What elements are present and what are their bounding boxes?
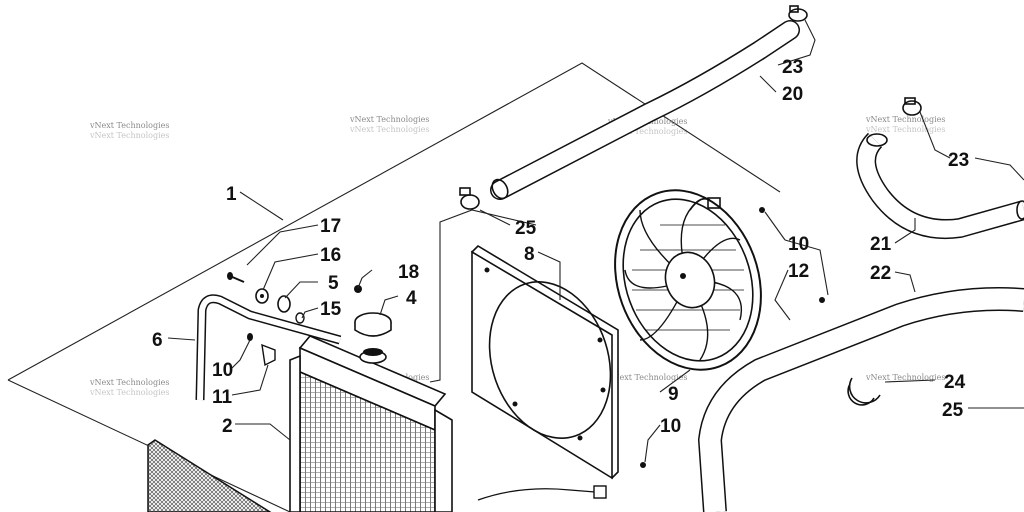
hose-21 (856, 132, 1024, 239)
callout-12: 12 (788, 261, 809, 282)
callout-10-left: 10 (212, 360, 233, 381)
callout-25-right: 25 (942, 400, 964, 421)
callout-9: 9 (668, 384, 679, 405)
hose-clamp-24 (847, 377, 881, 406)
svg-text:vNext Technologies: vNext Technologies (89, 121, 169, 130)
svg-text:vNext Technologies: vNext Technologies (607, 127, 687, 136)
callout-10-bottom: 10 (660, 416, 681, 437)
hose-clamp-23-right (902, 97, 1024, 220)
callout-2: 2 (222, 416, 233, 437)
callout-11: 11 (212, 387, 233, 408)
callout-8: 8 (524, 244, 535, 265)
svg-text:vNext Technologies: vNext Technologies (349, 115, 429, 124)
callout-22: 22 (870, 263, 891, 284)
svg-text:vNext Technologies: vNext Technologies (865, 115, 945, 124)
callout-4: 4 (406, 288, 417, 309)
small-hardware (227, 207, 825, 468)
leader-lines (167, 19, 1024, 463)
callout-25-left: 25 (515, 218, 537, 239)
svg-text:vNext Technologies: vNext Technologies (89, 131, 169, 140)
svg-text:vNext Technologies: vNext Technologies (865, 125, 945, 134)
svg-text:vNext Technologies: vNext Technologies (607, 373, 687, 382)
connector (593, 485, 607, 499)
cooling-fan-9 (614, 189, 762, 371)
hose-clamp-25-left (459, 187, 480, 210)
callout-15: 15 (320, 299, 342, 320)
callout-23-top: 23 (782, 57, 803, 78)
callout-10-right: 10 (788, 234, 809, 255)
radiator-2 (289, 335, 453, 512)
callout-23-right: 23 (948, 150, 969, 171)
overflow-hose-6 (195, 294, 342, 401)
callout-20: 20 (782, 84, 803, 105)
callout-1: 1 (226, 184, 237, 205)
lower-hose-22 (697, 287, 1024, 512)
callout-5: 5 (328, 273, 339, 294)
wiring-harness (477, 488, 596, 501)
callout-24: 24 (944, 372, 966, 393)
svg-text:vNext Technologies: vNext Technologies (865, 373, 945, 382)
callout-17: 17 (320, 216, 341, 237)
radiator-cap-4 (354, 312, 392, 364)
radiator-screen (147, 439, 272, 512)
callout-21: 21 (870, 234, 892, 255)
svg-text:vNext Technologies: vNext Technologies (89, 378, 169, 387)
callout-16: 16 (320, 245, 341, 266)
svg-text:vNext Technologies: vNext Technologies (89, 388, 169, 397)
upper-hose-20 (490, 20, 800, 200)
svg-text:vNext Technologies: vNext Technologies (349, 125, 429, 134)
fan-shroud-8 (470, 244, 619, 480)
assembly-boundary (7, 62, 781, 381)
hose-clamp-23-top (788, 5, 808, 22)
callout-6: 6 (152, 330, 163, 351)
callout-18: 18 (398, 262, 419, 283)
callouts: 1 17 16 5 15 18 4 6 10 11 2 25 8 9 10 10… (152, 57, 969, 437)
